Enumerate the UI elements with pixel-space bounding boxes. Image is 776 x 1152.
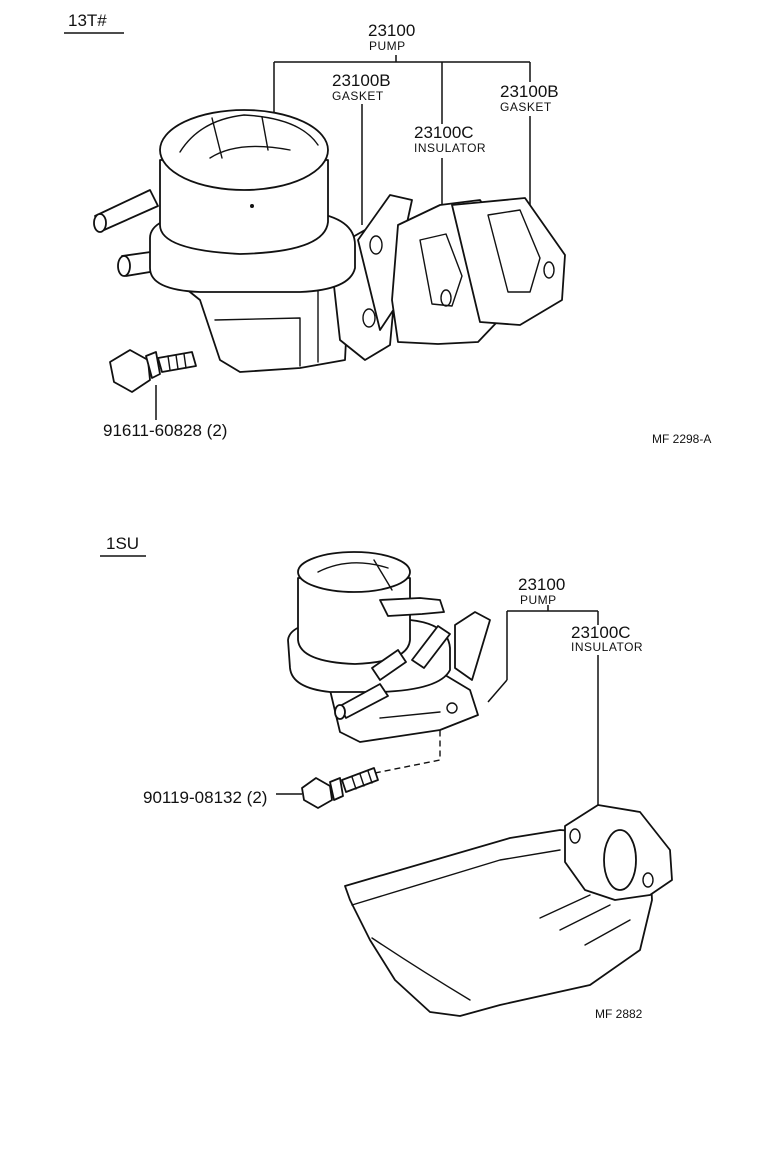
section-1su: 1SU 23100 PUMP 23100C INSULATOR 90119-08… [100, 534, 673, 1021]
figure-reference: MF 2882 [595, 1007, 643, 1021]
insulator-part-number: 23100C [414, 123, 474, 142]
section-code-13t: 13T# [68, 11, 107, 30]
bolt-part-number: 91611-60828 (2) [103, 421, 227, 440]
bolt-1su [301, 767, 379, 809]
fuel-pump-13t [93, 109, 396, 373]
gasket-description-2: GASKET [500, 100, 552, 114]
pump-description: PUMP [369, 39, 406, 53]
figure-reference: MF 2298-A [652, 432, 711, 446]
gasket-description: GASKET [332, 89, 384, 103]
insulator-1su [344, 804, 673, 1017]
leader-lines [276, 605, 599, 805]
leader-lines [155, 55, 531, 420]
fuel-pump-1su [287, 551, 491, 743]
bolt-13t [109, 349, 197, 393]
gasket-part-number: 23100B [332, 71, 391, 90]
insulator-description: INSULATOR [414, 141, 486, 155]
insulator-part-number: 23100C [571, 623, 631, 642]
insulator-description: INSULATOR [571, 640, 643, 654]
section-code-1su: 1SU [106, 534, 139, 553]
bolt-part-number: 90119-08132 (2) [143, 788, 267, 807]
pump-part-number: 23100 [368, 21, 415, 40]
pump-part-number: 23100 [518, 575, 565, 594]
pump-description: PUMP [520, 593, 557, 607]
gasket-13t-2 [451, 197, 566, 326]
section-13t: 13T# 23100 PUMP 23100B GASKET 23100C INS… [64, 11, 711, 446]
gasket-part-number-2: 23100B [500, 82, 559, 101]
